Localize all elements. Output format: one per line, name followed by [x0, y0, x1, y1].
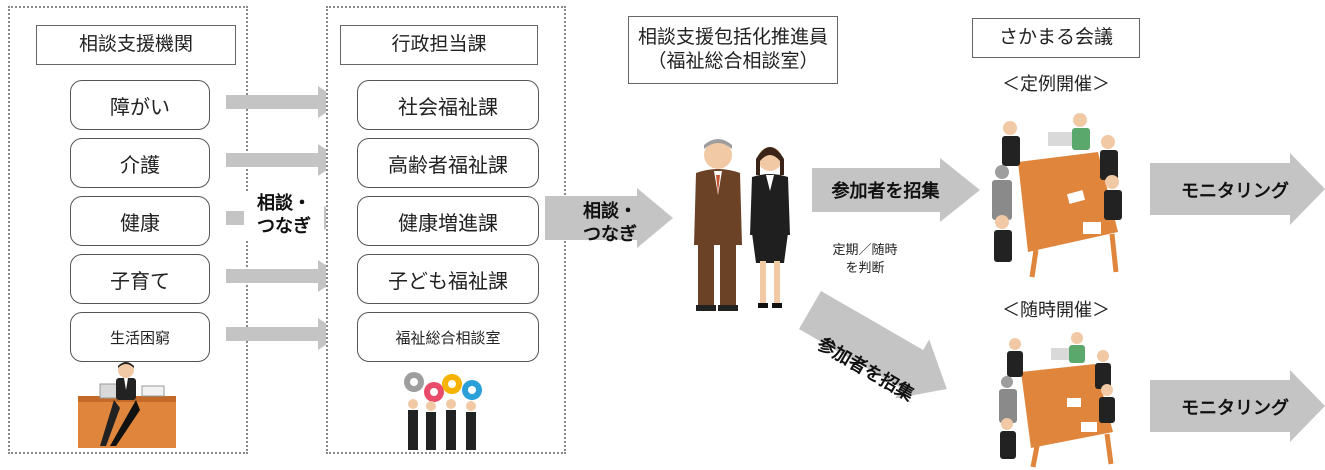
connector-left-line1: 相談・	[257, 193, 311, 214]
connector-left-label: 相談・ つなぎ	[244, 192, 324, 239]
connector-right-label: 相談・ つなぎ	[570, 200, 650, 247]
regular-meeting-illustration	[992, 113, 1122, 278]
department-item-elderly-welfare[interactable]: 高齢者福祉課	[357, 138, 539, 188]
connector-right-line2: つなぎ	[583, 224, 637, 246]
department-item-general-consultation[interactable]: 福祉総合相談室	[357, 312, 539, 362]
invite-lower-arrow	[799, 290, 947, 399]
agency-item-health[interactable]: 健康	[70, 196, 210, 246]
promoter-staff-illustration	[694, 139, 790, 311]
meeting-regular-label: ＜定例開催＞	[1002, 74, 1110, 95]
department-item-health-promotion[interactable]: 健康増進課	[357, 196, 539, 246]
meeting-title: さかまる会議	[972, 18, 1140, 58]
monitoring-upper-arrow	[1150, 153, 1325, 225]
monitoring-lower-arrow	[1150, 370, 1325, 442]
arrow-5	[226, 318, 342, 350]
promoter-title: 相談支援包括化推進員 （福祉総合相談室）	[628, 16, 838, 84]
connector-left-line2: つなぎ	[257, 216, 311, 238]
arrow-1	[226, 86, 342, 118]
promoter-title-line2: （福祉総合相談室）	[647, 50, 819, 72]
department-item-social-welfare[interactable]: 社会福祉課	[357, 80, 539, 130]
decision-note: 定期／随時 を判断	[815, 242, 915, 277]
department-item-child-welfare[interactable]: 子ども福祉課	[357, 254, 539, 304]
adhoc-meeting-illustration	[999, 332, 1115, 468]
promoter-title-line1: 相談支援包括化推進員	[637, 26, 828, 49]
agency-item-care[interactable]: 介護	[70, 138, 210, 188]
monitoring-upper-label: モニタリング	[1181, 181, 1289, 202]
decision-note-line2: を判断	[845, 260, 885, 276]
connector-right-line1: 相談・	[583, 201, 637, 222]
consultation-agencies-title: 相談支援機関	[36, 25, 236, 65]
arrow-4	[226, 260, 342, 292]
decision-note-line1: 定期／随時	[832, 243, 898, 258]
teamwork-gears-illustration	[404, 372, 482, 450]
agency-item-childcare[interactable]: 子育て	[70, 254, 210, 304]
office-worker-illustration	[78, 362, 176, 448]
administrative-departments-title: 行政担当課	[340, 25, 538, 65]
arrow-2	[226, 144, 342, 176]
agency-item-disability[interactable]: 障がい	[70, 80, 210, 130]
meeting-adhoc-label: ＜随時開催＞	[1002, 300, 1110, 321]
invite-upper-label: 参加者を招集	[831, 181, 940, 202]
monitoring-lower-label: モニタリング	[1181, 398, 1289, 419]
invite-upper-arrow	[812, 158, 980, 222]
agency-item-poverty[interactable]: 生活困窮	[70, 312, 210, 362]
department-to-promoter-arrow	[545, 188, 673, 248]
